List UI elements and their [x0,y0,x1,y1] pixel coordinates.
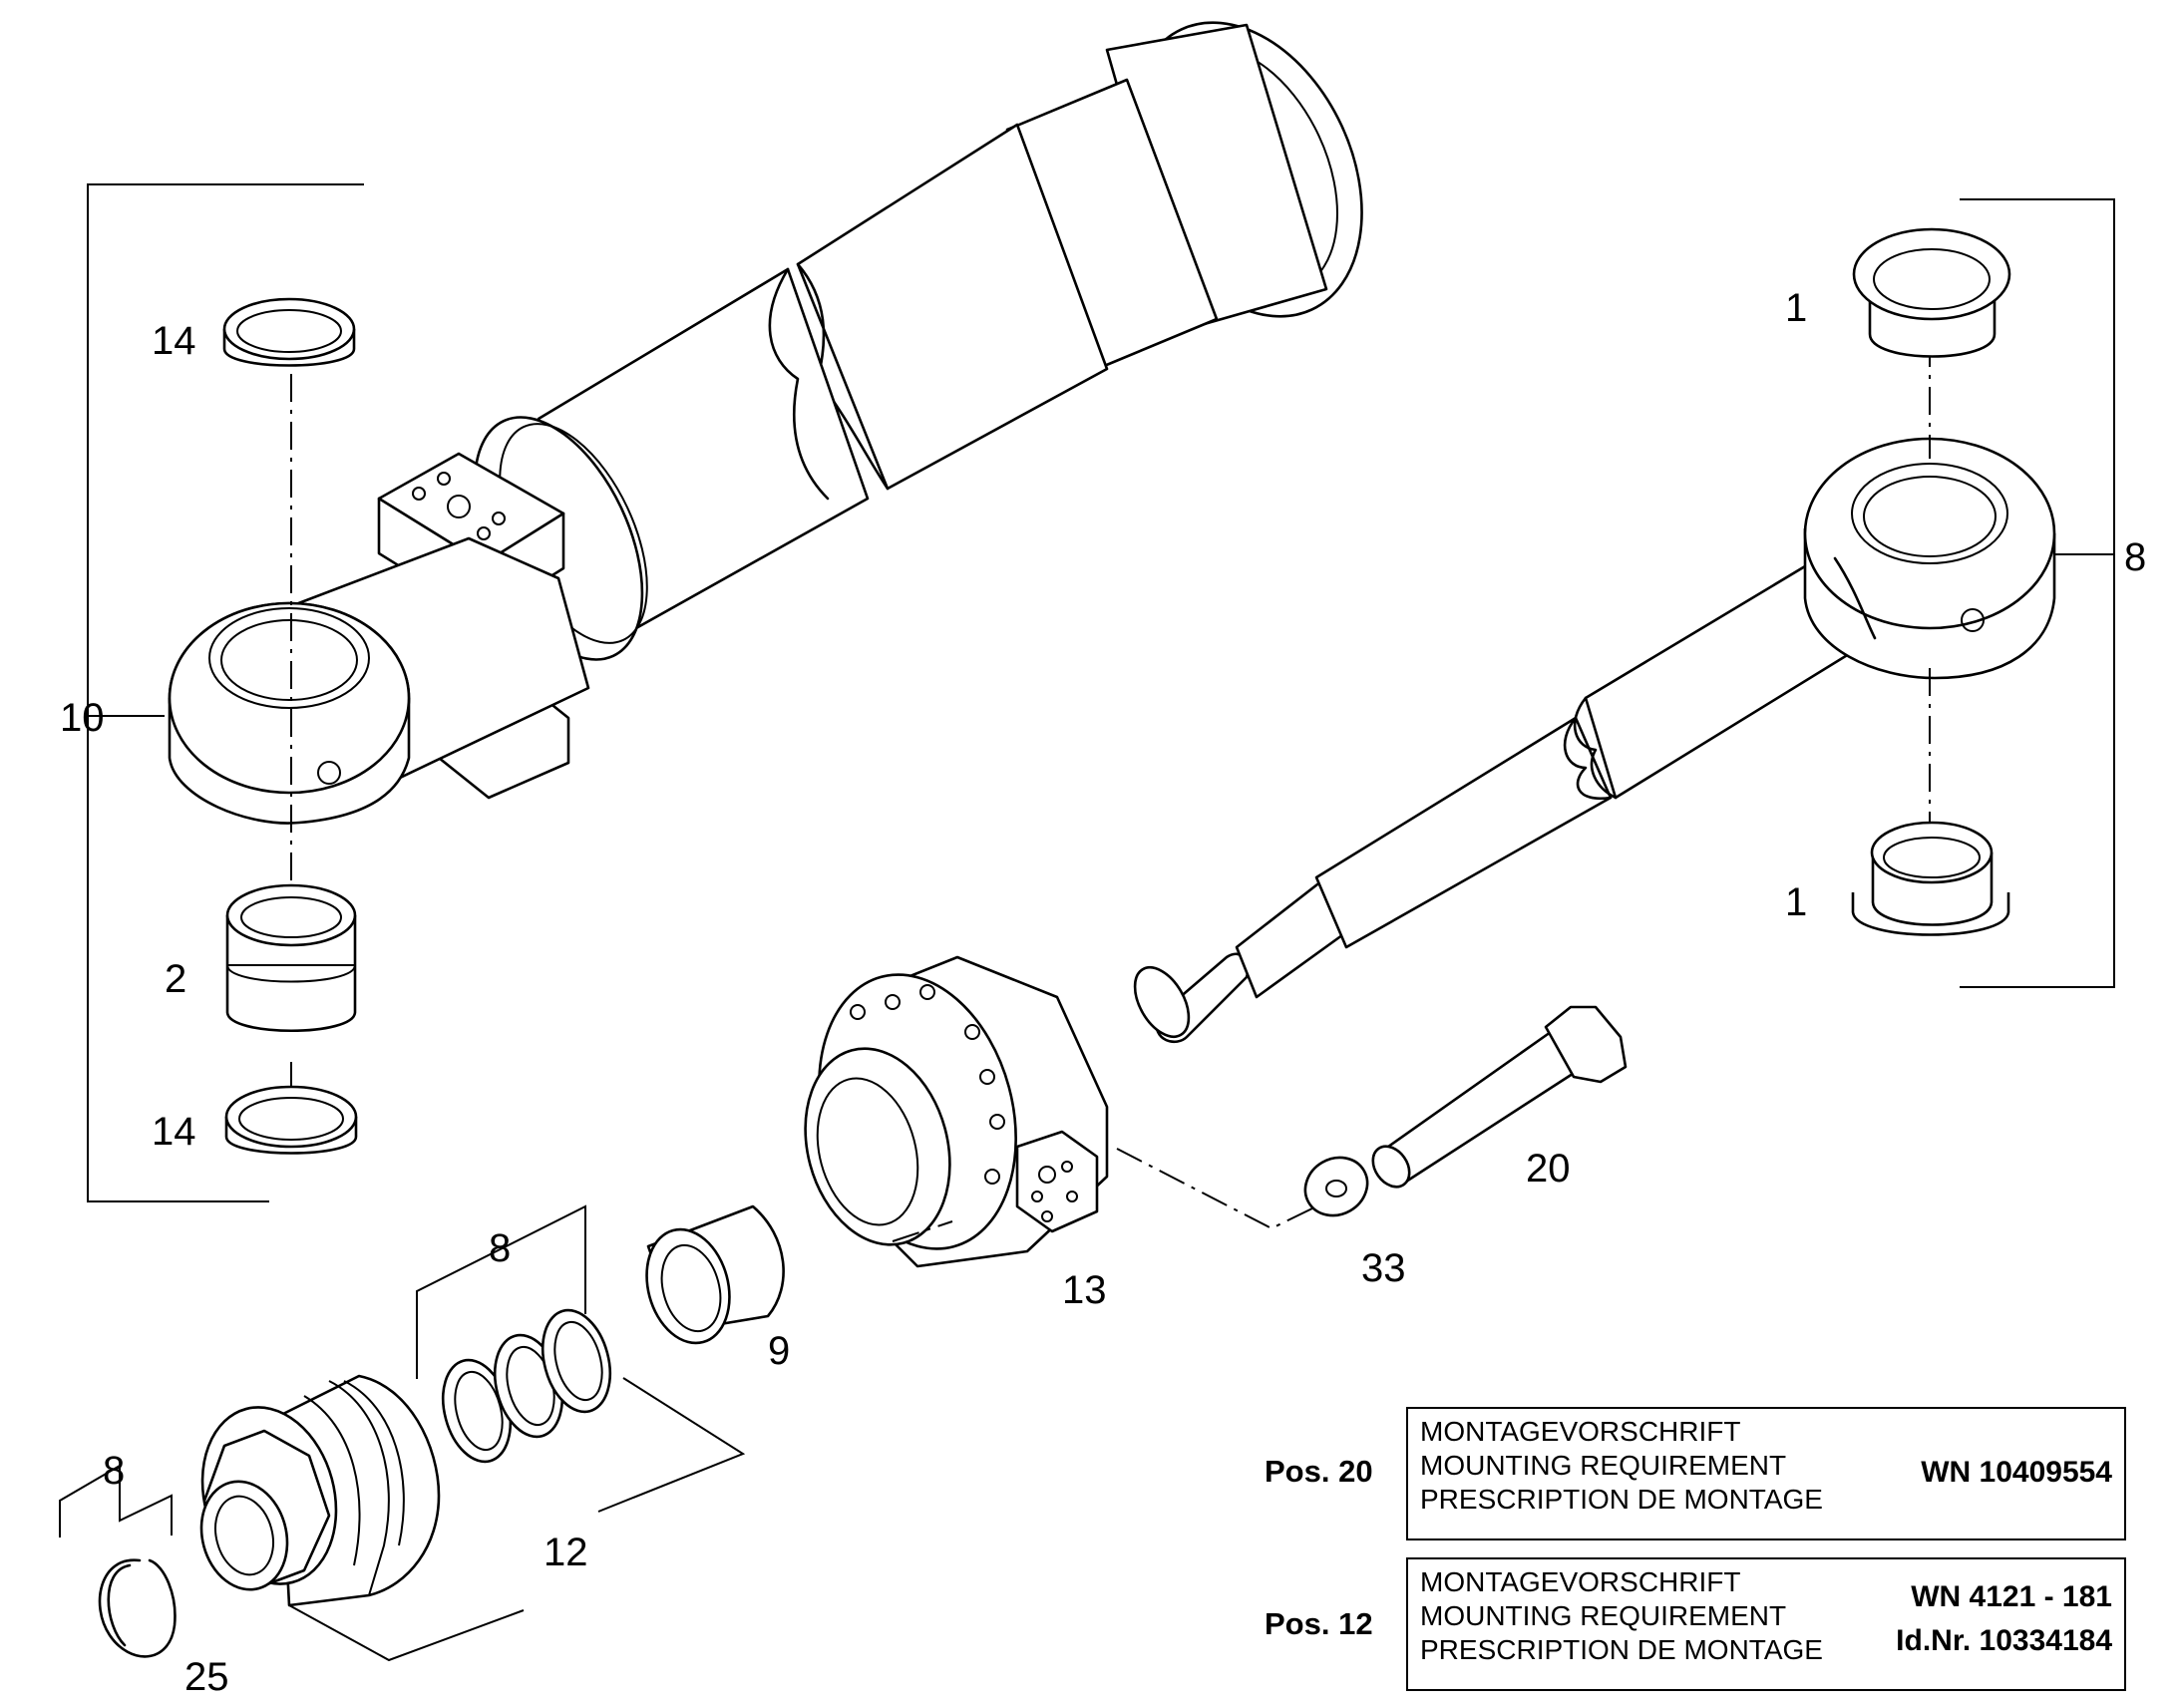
note-line-de: MONTAGEVORSCHRIFT [1420,1566,1741,1597]
callout-14-top: 14 [152,319,196,363]
callout-9: 9 [768,1329,790,1373]
mounting-note-box: MONTAGEVORSCHRIFT MOUNTING REQUIREMENT P… [1406,1557,2126,1691]
callout-8-middle: 8 [489,1226,511,1270]
seal-rings-8 [441,1308,612,1464]
callout-14-bottom: 14 [152,1110,196,1154]
circlip-25 [98,1558,177,1658]
callout-20: 20 [1526,1147,1571,1191]
bearing-1-bottom [1851,821,2010,936]
note-id-number: Id.Nr. 10334184 [1896,1624,2112,1657]
ring-14-bottom [224,1085,358,1155]
callout-8-right: 8 [2124,535,2146,579]
bearing-1-top [1852,227,2011,358]
callout-13: 13 [1062,1268,1107,1312]
bushing-2 [225,883,357,1033]
bolt-20 [1371,1005,1628,1189]
callout-12: 12 [544,1531,588,1574]
ring-14-top [222,297,356,367]
mounting-note-box: MONTAGEVORSCHRIFT MOUNTING REQUIREMENT P… [1406,1407,2126,1540]
note-reference: WN 4121 - 181 [1911,1580,2112,1613]
callout-8-left: 8 [103,1449,125,1493]
note-line-en: MOUNTING REQUIREMENT [1420,1450,1787,1481]
note-line-de: MONTAGEVORSCHRIFT [1420,1416,1741,1447]
cylinder-head-13 [804,955,1109,1268]
note-pos-label: Pos. 20 [1265,1454,1373,1489]
note-text: MONTAGEVORSCHRIFT MOUNTING REQUIREMENT P… [1420,1565,1823,1667]
note-text: MONTAGEVORSCHRIFT MOUNTING REQUIREMENT P… [1420,1415,1823,1517]
callout-25: 25 [184,1655,229,1699]
note-line-fr: PRESCRIPTION DE MONTAGE [1420,1634,1823,1665]
note-line-fr: PRESCRIPTION DE MONTAGE [1420,1484,1823,1515]
callout-33: 33 [1361,1246,1406,1290]
cylinder-barrel [168,21,1363,825]
bracket-8 [1960,198,2115,988]
washer-33 [1303,1156,1369,1217]
bracket-10 [87,183,364,1202]
callout-1-top: 1 [1785,286,1807,330]
callout-2: 2 [165,957,186,1001]
bushing-9 [645,1204,785,1345]
piston-12 [199,1374,441,1607]
note-reference: WN 10409554 [1921,1456,2112,1489]
callout-10: 10 [60,696,105,740]
piston-rod [1133,437,2056,1044]
note-line-en: MOUNTING REQUIREMENT [1420,1600,1787,1631]
note-pos-label: Pos. 12 [1265,1606,1373,1641]
callout-1-bottom: 1 [1785,880,1807,924]
